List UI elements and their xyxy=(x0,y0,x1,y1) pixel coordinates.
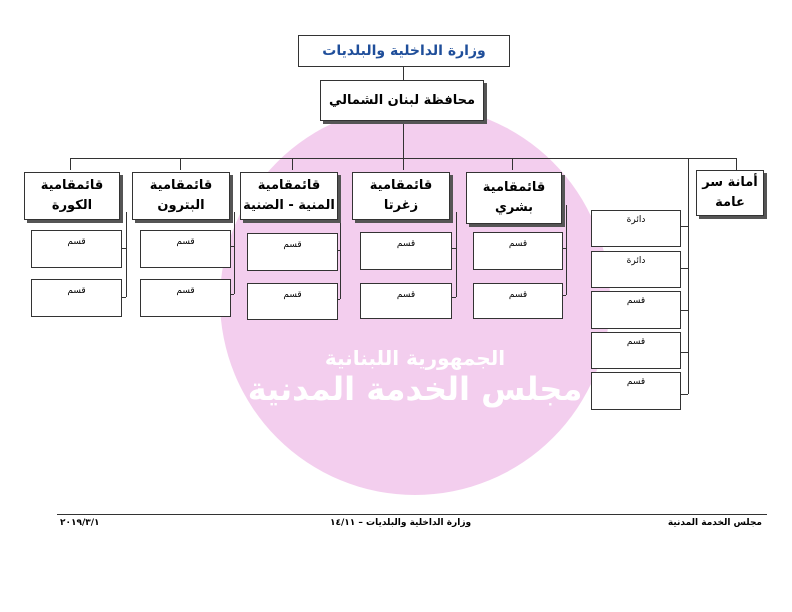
ministry-label: وزارة الداخلية والبلديات xyxy=(322,43,486,59)
connector xyxy=(512,158,513,170)
connector xyxy=(681,310,688,311)
watermark-text-line2: مجلس الخدمة المدنية xyxy=(248,370,583,408)
sub-unit-label: قسم xyxy=(396,290,416,300)
watermark-text-line1: الجمهورية اللبنانية xyxy=(325,346,505,370)
connector xyxy=(126,212,127,297)
district-label: قائمقامية زغرتا xyxy=(369,178,433,213)
connector xyxy=(403,158,404,170)
connector xyxy=(122,297,126,298)
district-box-minieh-danniyeh: قائمقامية المنية - الضنية xyxy=(240,172,338,220)
governorate-unit-label: دائرة xyxy=(626,256,646,266)
sub-unit-label: قسم xyxy=(283,290,302,300)
connector xyxy=(70,158,71,170)
connector xyxy=(292,158,293,170)
sub-unit-box: قسم xyxy=(140,279,231,317)
sub-unit-box: قسم xyxy=(360,232,452,270)
connector xyxy=(688,158,689,394)
sub-unit-label: قسم xyxy=(283,240,302,250)
district-box-koura: قائمقامية الكورة xyxy=(24,172,120,220)
sub-unit-box: قسم xyxy=(473,232,563,270)
connector xyxy=(452,248,456,249)
district-box-zgharta: قائمقامية زغرتا xyxy=(352,172,450,220)
district-label: قائمقامية المنية - الضنية xyxy=(243,178,335,213)
sub-unit-box: قسم xyxy=(247,233,338,271)
sub-unit-label: قسم xyxy=(67,237,86,247)
connector xyxy=(681,226,688,227)
sub-unit-box: قسم xyxy=(31,279,122,317)
connector xyxy=(338,299,340,300)
governorate-label: محافظة لبنان الشمالي xyxy=(328,93,476,108)
connector xyxy=(566,205,567,295)
governorate-unit-label: قسم xyxy=(626,296,646,306)
connector xyxy=(180,158,181,170)
sub-unit-label: قسم xyxy=(176,237,195,247)
governorate-box: محافظة لبنان الشمالي xyxy=(320,80,484,121)
connector xyxy=(122,248,126,249)
sub-unit-label: قسم xyxy=(396,239,416,249)
connector xyxy=(452,297,456,298)
connector xyxy=(681,352,688,353)
sub-unit-box: قسم xyxy=(473,283,563,319)
district-label: قائمقامية بشري xyxy=(482,180,546,215)
governorate-unit-box: دائرة xyxy=(591,210,681,247)
connector xyxy=(231,246,234,247)
district-label: قائمقامية البترون xyxy=(149,178,213,213)
sub-unit-box: قسم xyxy=(140,230,231,268)
district-box-bsharri: قائمقامية بشري xyxy=(466,172,562,224)
sub-unit-box: قسم xyxy=(31,230,122,268)
footer-right-text: ٢٠١٩/٣/١ xyxy=(60,518,100,528)
connector xyxy=(340,218,341,299)
governorate-unit-box: دائرة xyxy=(591,251,681,288)
governorate-unit-box: قسم xyxy=(591,372,681,410)
district-box-batroun: قائمقامية البترون xyxy=(132,172,230,220)
governorate-unit-box: قسم xyxy=(591,332,681,369)
connector xyxy=(338,250,340,251)
sub-unit-label: قسم xyxy=(176,286,195,296)
governorate-unit-box: قسم xyxy=(591,291,681,329)
sub-unit-label: قسم xyxy=(508,239,528,249)
connector xyxy=(403,67,404,80)
connector xyxy=(563,248,566,249)
secretariat-label: أمانة سر عامة xyxy=(702,175,758,210)
connector xyxy=(681,394,688,395)
connector xyxy=(736,158,737,170)
connector xyxy=(681,268,688,269)
governorate-unit-label: دائرة xyxy=(626,215,646,225)
governorate-unit-label: قسم xyxy=(626,337,646,347)
governorate-unit-label: قسم xyxy=(626,377,646,387)
footer-center-text: وزارة الداخلية والبلديات – ١٤/١١ xyxy=(330,518,472,528)
connector xyxy=(403,121,404,158)
connector xyxy=(456,212,457,297)
sub-unit-box: قسم xyxy=(247,283,338,320)
district-label: قائمقامية الكورة xyxy=(40,178,104,213)
footer-divider xyxy=(57,514,767,515)
secretariat-box: أمانة سر عامة xyxy=(696,170,764,216)
ministry-box: وزارة الداخلية والبلديات xyxy=(298,35,510,67)
sub-unit-label: قسم xyxy=(67,286,86,296)
connector xyxy=(231,294,234,295)
connector xyxy=(563,295,566,296)
sub-unit-label: قسم xyxy=(508,290,528,300)
sub-unit-box: قسم xyxy=(360,283,452,319)
footer-left-text: مجلس الخدمة المدنية xyxy=(667,518,762,528)
connector xyxy=(234,212,235,294)
